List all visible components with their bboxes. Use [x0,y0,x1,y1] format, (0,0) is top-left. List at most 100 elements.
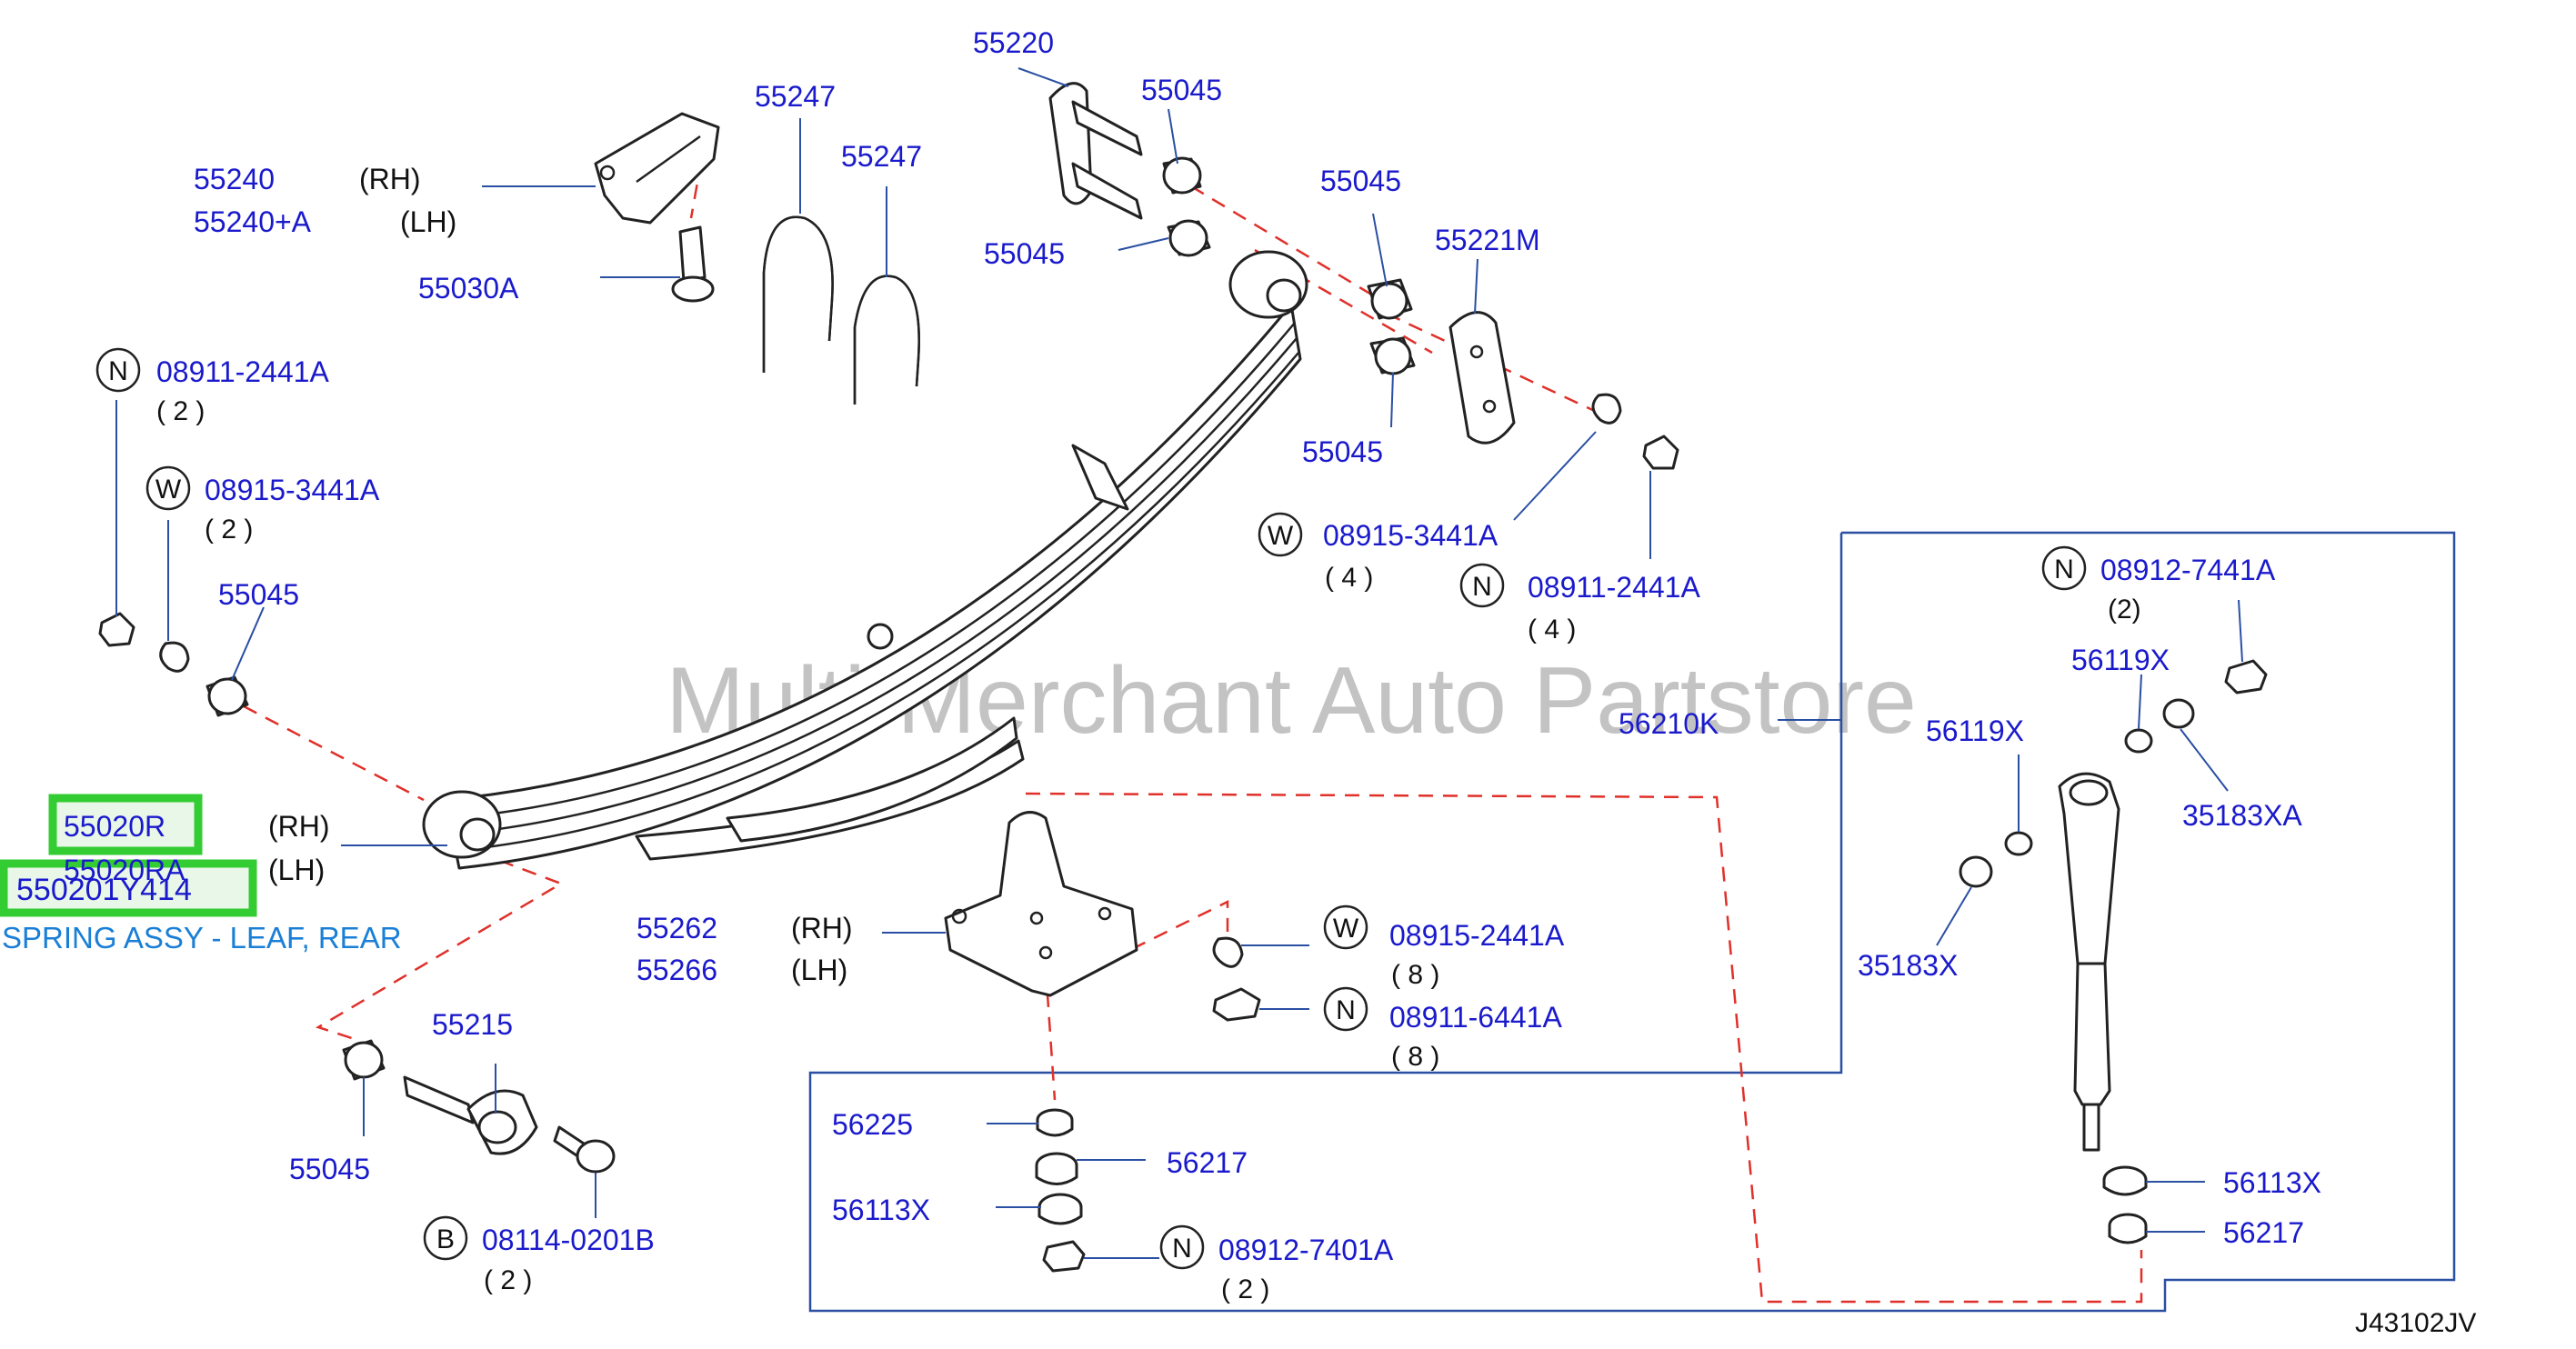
part-label-55020r[interactable]: 55020R [64,810,165,843]
part-label-55247[interactable]: 55247 [755,80,836,113]
u-bolt-55247-a [762,215,834,373]
quantity-label: ( 8 ) [1391,960,1439,990]
leader-lines [115,67,2243,1259]
bushing-56119x-a [2124,728,2153,754]
lock-washer-bracket [1212,936,1244,968]
part-label-55030a[interactable]: 55030A [418,272,519,305]
side-label-lh: (LH) [268,854,325,886]
quantity-label: ( 2 ) [205,515,253,545]
lock-washer-left [159,641,190,673]
part-label-56113x[interactable]: 56113X [2223,1166,2321,1199]
part-label-55215[interactable]: 55215 [432,1008,513,1041]
bolt-08114-0201b [553,1125,616,1174]
quantity-label: ( 2 ) [1221,1274,1269,1304]
part-label-08915-3441a[interactable]: 08915-3441A [205,474,380,506]
part-label-55221m[interactable]: 55221M [1435,224,1540,256]
part-label-55020ra[interactable]: 55020RA [64,854,185,886]
part-label-55045[interactable]: 55045 [218,578,299,611]
part-label-08911-2441a[interactable]: 08911-2441A [1528,571,1700,604]
bolt-55030a [671,225,715,303]
side-label-rh: (RH) [791,912,853,944]
callout-code-n: N [1172,1234,1192,1264]
part-label-35183xa[interactable]: 35183XA [2182,799,2302,832]
highlight-box-oem-number[interactable] [0,859,257,917]
part-label-56210k[interactable]: 56210K [1619,707,1719,740]
callout-codes: N W W N N W N B N [108,356,2074,1264]
quantity-label: ( 2 ) [484,1265,532,1295]
callout-code-n: N [108,356,128,386]
part-label-56119x[interactable]: 56119X [2071,644,2170,676]
part-label-55266[interactable]: 55266 [636,954,717,986]
bushing-56119x-b [2004,831,2033,856]
part-label-08911-2441a[interactable]: 08911-2441A [156,355,329,388]
bushing-55045-mid [1167,219,1211,257]
quantity-label: ( 8 ) [1391,1042,1439,1072]
shackle-plate-55221m [1448,311,1516,445]
lock-washer-right [1591,393,1622,425]
part-label-08915-2441a[interactable]: 08915-2441A [1389,919,1565,952]
u-bolt-55247-b [853,275,920,405]
nut-08912-7441a [2224,659,2268,694]
callout-code-n: N [1336,995,1356,1025]
quantity-label: ( 4 ) [1325,563,1373,593]
bushing-56113x-a [1037,1193,1083,1225]
part-label-08912-7401a[interactable]: 08912-7401A [1218,1234,1394,1266]
part-label-55247[interactable]: 55247 [841,140,922,173]
nut-left [98,612,135,647]
bushing-55045-right1 [1367,278,1413,320]
nut-bracket [1212,987,1261,1022]
leaf-spring [422,250,1308,870]
callout-code-w: W [155,475,182,505]
callout-code-n: N [2054,555,2074,585]
diagram-code: J43102JV [2355,1308,2476,1338]
shock-absorber-group-frame [808,531,2456,1313]
part-label-08912-7441a[interactable]: 08912-7441A [2100,554,2276,586]
quantity-label: (2) [2108,595,2141,625]
callout-code-w: W [1333,914,1359,944]
spring-seat-55240 [594,112,720,225]
part-description-label: SPRING ASSY - LEAF, REAR [2,921,402,954]
part-label-35183x[interactable]: 35183X [1858,949,1958,982]
part-label-55240-a[interactable]: 55240+A [194,205,312,238]
shock-absorber-56210k [2058,772,2120,1152]
side-label-lh: (LH) [400,205,456,238]
part-label-56225[interactable]: 56225 [832,1108,913,1141]
part-label-55045[interactable]: 55045 [1141,74,1222,106]
part-label-55045[interactable]: 55045 [1302,435,1383,468]
part-label-56217[interactable]: 56217 [2223,1216,2304,1249]
bushing-55045-bottom [342,1039,386,1081]
part-label-55262[interactable]: 55262 [636,912,717,944]
part-label-55045[interactable]: 55045 [984,237,1065,270]
side-label-lh: (LH) [791,954,847,986]
part-labels: 55220 55247 55247 55045 55045 55045 5504… [2,26,2476,1338]
part-label-08114-0201b[interactable]: 08114-0201B [482,1224,655,1256]
part-label-08911-6441a[interactable]: 08911-6441A [1389,1001,1562,1034]
quantity-label: ( 4 ) [1528,615,1576,645]
nut-right [1642,435,1679,470]
washer-35183xa [2162,698,2195,729]
part-label-56217[interactable]: 56217 [1167,1146,1248,1179]
part-label-55240[interactable]: 55240 [194,163,275,195]
side-label-rh: (RH) [359,163,421,195]
quantity-label: ( 2 ) [156,396,205,426]
pin-55215 [403,1075,538,1155]
part-label-55220[interactable]: 55220 [973,26,1054,59]
part-label-55045[interactable]: 55045 [1320,165,1401,197]
callout-circles [95,347,2087,1270]
bushing-56225 [1036,1108,1074,1137]
part-label-55045[interactable]: 55045 [289,1153,370,1185]
part-label-56113x[interactable]: 56113X [832,1194,930,1226]
side-label-rh: (RH) [268,810,330,843]
nut-08912-7401a [1042,1240,1086,1273]
part-label-08915-3441a[interactable]: 08915-3441A [1323,519,1498,552]
washer-35183x [1959,855,1993,888]
bushing-55045-top [1162,156,1202,195]
spring-bracket-55262 [944,811,1138,997]
oem-number-label[interactable]: 550201Y414 [16,873,192,907]
bushing-55045-left [205,675,249,717]
spring-hanger-55220 [1048,82,1143,220]
washer-56217-a [1035,1152,1078,1185]
callout-code-b: B [436,1224,455,1254]
part-label-56119x[interactable]: 56119X [1926,714,2024,747]
